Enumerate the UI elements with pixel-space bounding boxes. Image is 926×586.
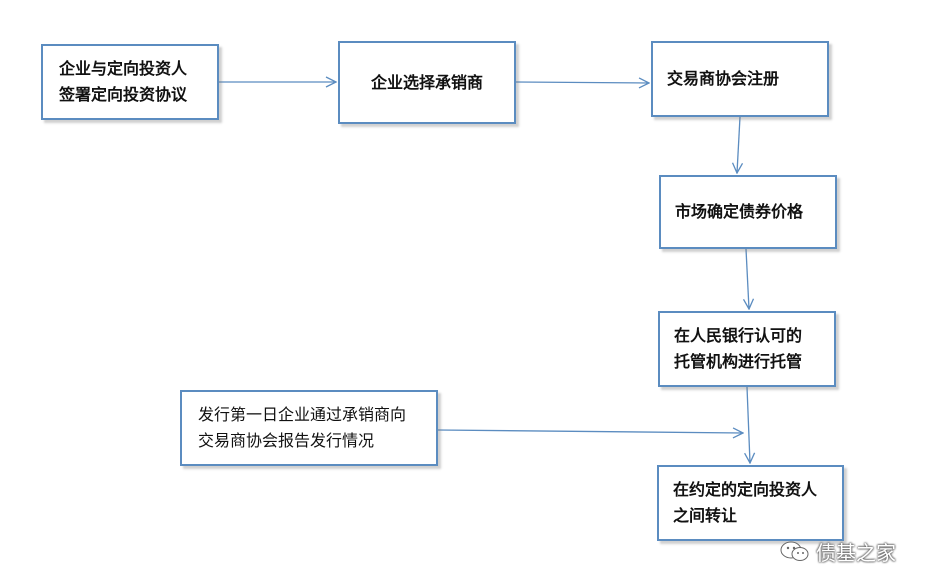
node-label: 在约定的定向投资人 之间转让 xyxy=(673,480,818,525)
node-sign-agreement: 企业与定向投资人 签署定向投资协议 xyxy=(41,44,219,120)
node-label: 发行第一日企业通过承销商向 交易商协会报告发行情况 xyxy=(198,405,407,450)
wechat-icon xyxy=(780,541,809,561)
node-issuance-report: 发行第一日企业通过承销商向 交易商协会报告发行情况 xyxy=(180,390,438,466)
node-pricing: 市场确定债券价格 xyxy=(659,175,837,249)
node-transfer: 在约定的定向投资人 之间转让 xyxy=(657,465,844,541)
watermark: 债基之家 xyxy=(780,537,896,566)
arrow-b3-b4 xyxy=(737,116,740,173)
watermark-text: 债基之家 xyxy=(816,541,896,565)
node-label: 企业选择承销商 xyxy=(370,72,483,92)
node-registration: 交易商协会注册 xyxy=(651,41,829,117)
arrow-b6-connector xyxy=(437,430,743,433)
node-label: 交易商协会注册 xyxy=(667,69,780,88)
node-label: 在人民银行认可的 托管机构进行托管 xyxy=(674,326,803,371)
arrow-b4-b5 xyxy=(746,248,749,309)
arrow-b5-b7 xyxy=(747,386,750,463)
node-custody: 在人民银行认可的 托管机构进行托管 xyxy=(658,311,836,387)
arrow-b2-b3 xyxy=(515,82,649,83)
node-select-underwriter: 企业选择承销商 xyxy=(338,41,516,124)
node-label: 市场确定债券价格 xyxy=(675,202,804,221)
node-label: 企业与定向投资人 签署定向投资协议 xyxy=(59,59,188,104)
